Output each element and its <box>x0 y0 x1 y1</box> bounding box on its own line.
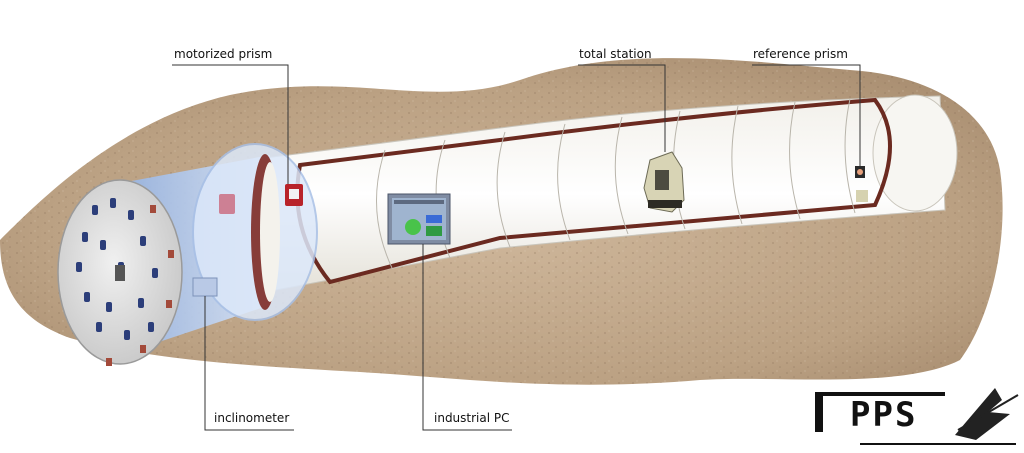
motorized-prism-device <box>219 184 303 214</box>
logo-text: PPS <box>850 395 918 435</box>
label-inclinometer: inclinometer <box>214 411 290 425</box>
cutter-tools <box>76 198 158 340</box>
label-industrial-pc: industrial PC <box>434 411 510 425</box>
inclinometer-device <box>192 277 218 297</box>
logo-bird-mark <box>955 388 1010 440</box>
reference-prism-device <box>855 166 868 202</box>
cutter-gauge-teeth <box>106 205 174 366</box>
industrial-pc-device <box>387 193 451 245</box>
label-total-station: total station <box>579 47 652 61</box>
callout-leaders <box>172 64 861 431</box>
tunnel-far-end <box>872 94 958 212</box>
pps-logo <box>815 388 1019 445</box>
tunnel-lining <box>295 97 892 285</box>
total-station-device <box>643 151 685 213</box>
lining-rings <box>375 98 856 269</box>
label-motorized-prism: motorized prism <box>174 47 273 61</box>
label-reference-prism: reference prism <box>753 47 848 61</box>
